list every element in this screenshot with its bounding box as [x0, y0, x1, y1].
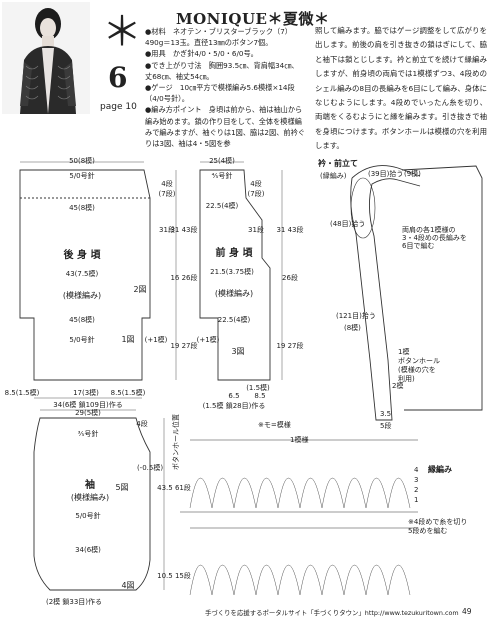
- back-fig2: 2図: [133, 285, 146, 294]
- back-width-lower: 43(7.5模): [66, 269, 99, 278]
- front-name: 前 身 頃: [216, 246, 254, 259]
- back-armhole: 4段: [161, 179, 172, 188]
- sleeve-name: 袖: [84, 478, 95, 491]
- materials-line: ●材料 ネオテン・ブリスターブラック（7）490g＝13玉。直径13㎜のボタン7…: [145, 27, 292, 48]
- sleeve-needle-bot: 5/0号針: [75, 511, 100, 520]
- front-width-top: 25(4模): [209, 156, 235, 165]
- front-stitch: (模様編み): [215, 288, 253, 298]
- front-height-1: 26段: [282, 273, 298, 282]
- edging-row-1: 1: [414, 496, 418, 504]
- back-chain: 34(6模 鎖109目)作る: [53, 400, 122, 409]
- edging-row-3: 3: [414, 476, 418, 484]
- collar-note-3: 6目で編む: [402, 241, 434, 250]
- tools-line: ●用具 かぎ針4/0・5/0・6/0号。: [145, 49, 258, 59]
- back-height-2: 16 26段: [170, 273, 197, 282]
- back-name: 後 身 頃: [64, 248, 102, 261]
- edging-row-4: 4: [414, 466, 419, 474]
- footer-text: 手づくりを応援するポータルサイト「手づくりタウン」http://www.tezu…: [205, 609, 459, 617]
- collar-edge-rows: 5段: [380, 421, 391, 430]
- point-line: ●編み方ポイント 身頃は前から、袖は袖山から編み始めます。鎖の作り目をして、全体…: [145, 105, 305, 149]
- back-width-hem: 45(8模): [69, 315, 95, 324]
- edging-legend: ※モ=模様: [258, 420, 291, 429]
- back-armhole-inc: (7段): [159, 189, 176, 198]
- front-plus: (+1模): [197, 335, 220, 344]
- page-title: MONIQUE＊夏微＊: [176, 10, 330, 28]
- front-fig3: 3図: [231, 347, 244, 356]
- sleeve-cap: 4段: [136, 419, 147, 428]
- front-height-right: 31 43段: [276, 225, 303, 234]
- sleeve-chain: (2模 鎖33目)作る: [46, 597, 102, 606]
- collar-two-mod: 2模: [392, 381, 403, 390]
- instructions-text: 照して編みます。脇ではゲージ調整をして広がりを出します。前後の肩を引き抜きの鎖は…: [315, 26, 487, 151]
- materials-list: ●材料 ネオテン・ブリスターブラック（7）490g＝13玉。直径13㎜のボタン7…: [145, 26, 305, 149]
- sleeve-stitch: (模様編み): [71, 492, 109, 502]
- back-plus: (+1模): [145, 335, 168, 344]
- back-fig1: 1図: [121, 335, 134, 344]
- front-width-hem: 22.5(4模): [218, 315, 251, 324]
- gauge-line: ●ゲージ 10㎝平方で模様編み5.6模様×14段（4/0号針）。: [145, 83, 295, 104]
- sleeve-cuff: 10.5 15段: [157, 571, 191, 580]
- collar-neck-count: (39目)拾う: [368, 169, 403, 178]
- edging-row-2: 2: [414, 486, 418, 494]
- back-side-top: 31段: [159, 225, 175, 234]
- front-bottom-c: (1.5模): [246, 383, 270, 392]
- asterisk-mark: ＊: [102, 9, 142, 55]
- collar-front-mark: (8模): [344, 323, 361, 332]
- front-width-mid: 22.5(4模): [206, 201, 239, 210]
- page-reference: page 10: [100, 102, 137, 112]
- collar-back-mark: (9模): [404, 169, 421, 178]
- collar-edge-width: 3.5: [380, 410, 391, 418]
- back-bottom-right: 8.5(1.5模): [111, 388, 146, 397]
- back-stitch: (模様編み): [63, 290, 101, 300]
- front-width-low: 21.5(3.75模): [210, 267, 254, 276]
- front-neck-rows: 31段: [248, 225, 264, 234]
- front-bottom-a: 6.5: [228, 392, 239, 400]
- front-height-2: 19 27段: [276, 341, 303, 350]
- sleeve-fig4: 4図: [121, 581, 134, 590]
- collar-buttonhole-1: 1模: [398, 347, 409, 356]
- collar-side-count: (48目)拾う: [330, 219, 365, 228]
- sleeve-minus: (-0.5模): [137, 463, 163, 472]
- front-bottom-b: 8.5: [254, 392, 265, 400]
- back-needle-top: 5/0号針: [69, 171, 94, 180]
- back-height-1: 31 43段: [170, 225, 197, 234]
- edging-one-mod: 1模様: [290, 435, 308, 444]
- back-width-top: 50(8模): [69, 156, 95, 165]
- front-shoulder-rows: (7段): [248, 189, 265, 198]
- pattern-diagrams: 50(8模) 5/0号針 45(8模) 後 身 頃 43(7.5模) (模様編み…: [5, 156, 483, 606]
- front-neck: 4段: [250, 179, 261, 188]
- back-bottom-mid: 17(3模): [73, 388, 99, 397]
- edging-note-1: ※4段めで糸を切り: [408, 517, 467, 526]
- back-width-mid: 45(8模): [69, 203, 95, 212]
- pattern-number: 6: [108, 61, 128, 94]
- collar-sub: (縁編み): [320, 171, 347, 180]
- sleeve-length: 43.5 61段: [157, 483, 191, 492]
- collar-buttonhole-4: 利用): [398, 374, 415, 383]
- collar-buttonhole-3: (模様の穴を: [398, 365, 436, 374]
- collar-note-2: 3・4段めの長編みを: [402, 233, 467, 242]
- model-photo: [2, 2, 90, 114]
- edging-side-label: ボタンホール位置: [171, 414, 180, 470]
- back-needle-bot: 5/0号針: [69, 335, 94, 344]
- sleeve-width-bot: 34(6模): [75, 545, 101, 554]
- front-needle: ⅘号針: [212, 171, 233, 180]
- collar-note-1: 両肩の各1模様の: [402, 225, 455, 234]
- size-line: ●でき上がり寸法 胸囲93.5㎝、背肩幅34㎝、丈68㎝、袖丈54㎝。: [145, 60, 299, 81]
- front-chain: (1.5模 鎖28目)作る: [203, 401, 266, 410]
- back-bottom-left: 8.5(1.5模): [5, 388, 40, 397]
- sleeve-needle-top: ⅗号針: [78, 429, 99, 438]
- back-height-3: 19 27段: [170, 341, 197, 350]
- collar-buttonhole-2: ボタンホール: [398, 356, 440, 365]
- page-number: 49: [462, 607, 472, 616]
- collar-front-count: (121目)拾う: [336, 311, 376, 320]
- sleeve-width-top: 29(5模): [75, 408, 101, 417]
- sleeve-fig5: 5図: [115, 483, 128, 492]
- edging-note-2: 5段めを編む: [408, 526, 447, 535]
- edging-title: 縁編み: [428, 464, 452, 474]
- collar-title: 衿・前立て: [318, 158, 358, 168]
